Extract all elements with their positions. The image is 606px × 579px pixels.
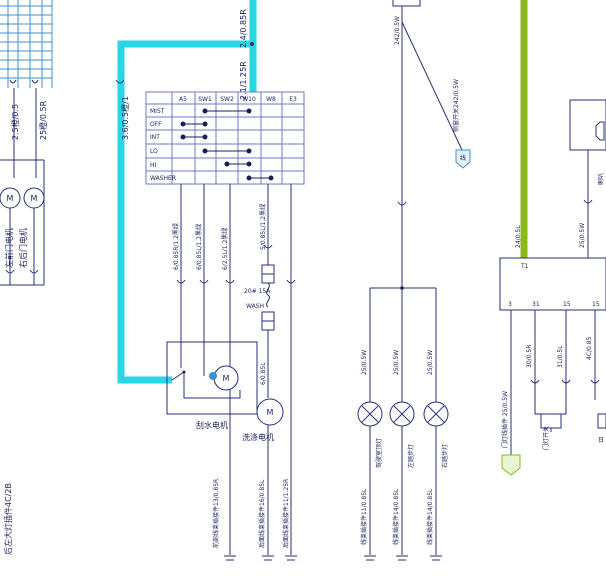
lamp-label: 驾驶室顶灯 — [375, 438, 383, 468]
module-component: 日 — [598, 437, 604, 444]
lamp-1 — [357, 401, 383, 427]
bottom-label-1: 前部线束插接件13/0.85R — [212, 479, 220, 548]
speaker-icon — [595, 121, 605, 141]
module-component: 门灯开关 — [542, 426, 550, 450]
column-wire-label: 6/0.85L/1.2黑绿 — [195, 224, 203, 270]
col-header: SW2 — [220, 96, 234, 103]
row-header: HI — [150, 162, 157, 169]
module-side-label: 喇叭 — [597, 173, 605, 185]
washer-wire-label: 6/0.85L — [260, 362, 267, 385]
column-wire-label: 6/2.5L/1.2黑绿 — [221, 228, 229, 270]
lamp-wire: 25/0.5W — [361, 350, 368, 375]
lamp-section: 242/0.5W 侧窗开关242/0.5W 线 25/0.5W 25/0.5W … — [357, 0, 471, 561]
top-wire-label-1: 2.4/0.85R — [239, 9, 248, 48]
ground-symbols — [224, 555, 297, 561]
module-pin: 15 — [592, 301, 600, 308]
module-side-wire: 25/0.5W — [579, 223, 586, 248]
top-wire-label-2: 2.1/1.25R — [239, 61, 248, 100]
col-header: E3 — [289, 96, 297, 103]
module-diag-label: 门灯线插件 25/0.5W — [501, 391, 509, 448]
lamp-wire: 25/0.5W — [393, 350, 400, 375]
wiper-motor-label: 刮水电机 — [196, 420, 228, 430]
lamp-bottom-label: 线束插接件11/0.85L — [360, 488, 368, 545]
lamp-2 — [389, 401, 415, 427]
bottom-label-2: 后面线束插接件16/0.85L — [258, 479, 266, 548]
washer-motor: M 洗涤电机 — [242, 398, 284, 555]
left-wire-label-2: 25橙/0.5R — [38, 100, 48, 140]
connector-arc — [286, 279, 296, 284]
left-motor-label-2: 右后门电机 — [18, 228, 28, 268]
fuse: 20# 15A WASH 6/0.85L — [244, 264, 275, 398]
connector-arc — [397, 201, 407, 206]
connector-arc — [561, 379, 571, 384]
column-wire-label: 6/0.85R/1.2黑绿 — [172, 223, 180, 270]
lamp-3 — [423, 401, 449, 427]
left-motor-label-1: 左前门电机 — [4, 228, 14, 268]
green-wire-label: 24/0.5L — [515, 225, 522, 248]
left-section: 2.5橙/0.5 25橙/0.5R M M 左前门电机 右后门电机 后左大灯插件… — [0, 0, 53, 555]
connector-arc — [590, 379, 600, 384]
connector-arc — [31, 79, 39, 84]
row-header: WASHER — [150, 175, 176, 182]
col-header: A5 — [179, 96, 187, 103]
connector-arc — [583, 199, 593, 204]
left-motor-1-symbol: M — [7, 194, 14, 203]
module-terminal-top: T1 — [520, 263, 529, 270]
row-header: INT — [150, 134, 160, 141]
switch-table: A5 SW1 SW2 W10 W8 E3 MIST OFF INT LO HI … — [145, 91, 305, 185]
connector-arc — [29, 269, 39, 274]
lamp-label: 右踏步灯 — [441, 444, 449, 468]
left-motor-2-symbol: M — [31, 194, 38, 203]
row-header: OFF — [150, 121, 162, 128]
row-header: MIST — [150, 108, 165, 115]
right-module: 24/0.5L T1 3 31 15 15 30/0.5R 31/0.5L 4C… — [499, 0, 606, 476]
wiper-motor: M 刮水电机 — [166, 341, 258, 555]
connector-arc — [115, 79, 125, 84]
module-pin-wire: 30/0.5R — [526, 345, 533, 368]
connector-arc — [530, 379, 540, 384]
left-wire-label-1: 2.5橙/0.5 — [10, 104, 20, 140]
module-pin: 3 — [508, 301, 512, 308]
right-mid-connector: 线 — [460, 154, 466, 162]
connector-arc — [5, 269, 15, 274]
col-header: W8 — [266, 96, 276, 103]
connector-arc — [225, 279, 235, 284]
wiper-motor-symbol: M — [223, 374, 230, 383]
column-wires: 6/0.85R/1.2黑绿 6/0.85L/1.2黑绿 6/2.5L/1.2黑绿… — [172, 184, 296, 555]
row-header: LO — [150, 148, 158, 155]
lamp-bottom-label: 线束插接件14/0.85L — [392, 488, 400, 545]
highlight-wire-cyan — [117, 0, 257, 384]
washer-motor-label: 洗涤电机 — [242, 432, 274, 442]
col-header: SW1 — [198, 96, 212, 103]
bottom-label-3: 后面线束插接件11/1.25R — [282, 479, 290, 548]
module-pin: 31 — [532, 301, 540, 308]
lamp-grounds — [364, 555, 442, 561]
lamp-label: 左踏步灯 — [407, 444, 415, 468]
column-wire-label: 5/0.85L/1.2黑绿 — [259, 204, 267, 250]
connector-arc — [9, 79, 17, 84]
lamp-wire: 25/0.5W — [427, 350, 434, 375]
col-header: W10 — [242, 96, 256, 103]
module-pin-wire: 4C/0.85 — [586, 336, 593, 360]
right-mid-top-wire: 242/0.5W — [394, 16, 401, 45]
lamp-bottom-label: 线束插接件14/0.85L — [426, 488, 434, 545]
left-cyan-label: 3.6/0.5橙/1 — [120, 96, 130, 140]
connector-arc — [176, 279, 186, 284]
right-mid-diag-label: 侧窗开关242/0.5W — [452, 79, 460, 132]
rung-lines — [0, 5, 52, 79]
fuse-label: 20# 15A — [244, 288, 271, 295]
left-bottom-label: 后左大灯插件4C/2B — [3, 483, 13, 555]
module-pin-wire: 31/0.5L — [557, 345, 564, 368]
switch-connections — [180, 108, 274, 181]
connector-arc — [199, 279, 209, 284]
module-pin: 15 — [563, 301, 571, 308]
connector-arc — [263, 244, 273, 249]
washer-motor-symbol: M — [267, 408, 274, 417]
fuse-sub-label: WASH — [246, 303, 264, 310]
